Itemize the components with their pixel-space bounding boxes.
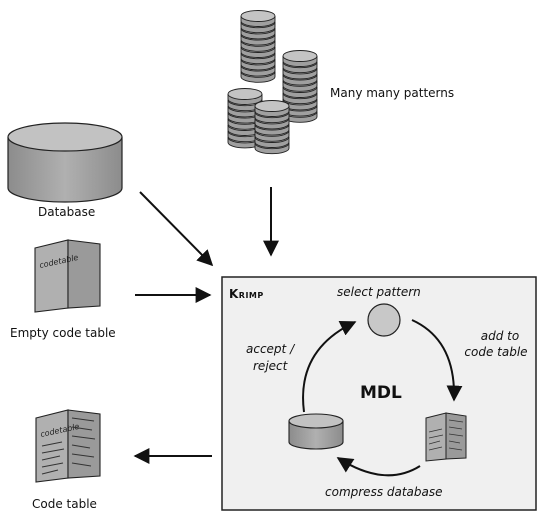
arc-compress-to-select [302, 320, 357, 413]
code-table-label: Code table [32, 497, 97, 511]
pattern-circle [367, 303, 401, 337]
mdl-label: MDL [360, 383, 402, 403]
accept-label: accept / [246, 342, 295, 356]
codetable-book-icon: codetable [34, 239, 101, 313]
code-table-step-label: code table [464, 345, 528, 359]
arc-select-to-add [411, 319, 463, 402]
many-patterns-label: Many many patterns [330, 86, 455, 100]
reject-label: reject [253, 359, 288, 373]
coin-stack-icon [227, 10, 318, 155]
add-to-label: add to [480, 329, 520, 343]
select-pattern-label: select pattern [337, 285, 421, 299]
krimp-title: Krimp [229, 287, 264, 301]
database-cylinder-icon [7, 122, 123, 203]
empty-code-table-label: Empty code table [10, 326, 116, 340]
arc-add-to-compress [336, 457, 421, 477]
database-cylinder-icon [288, 413, 344, 450]
arrow-database-to-krimp [139, 191, 214, 267]
database-label: Database [38, 205, 96, 219]
compress-database-label: compress database [325, 485, 443, 499]
codetable-book-icon: codetable [35, 409, 101, 483]
codetable-book-icon [425, 412, 467, 462]
